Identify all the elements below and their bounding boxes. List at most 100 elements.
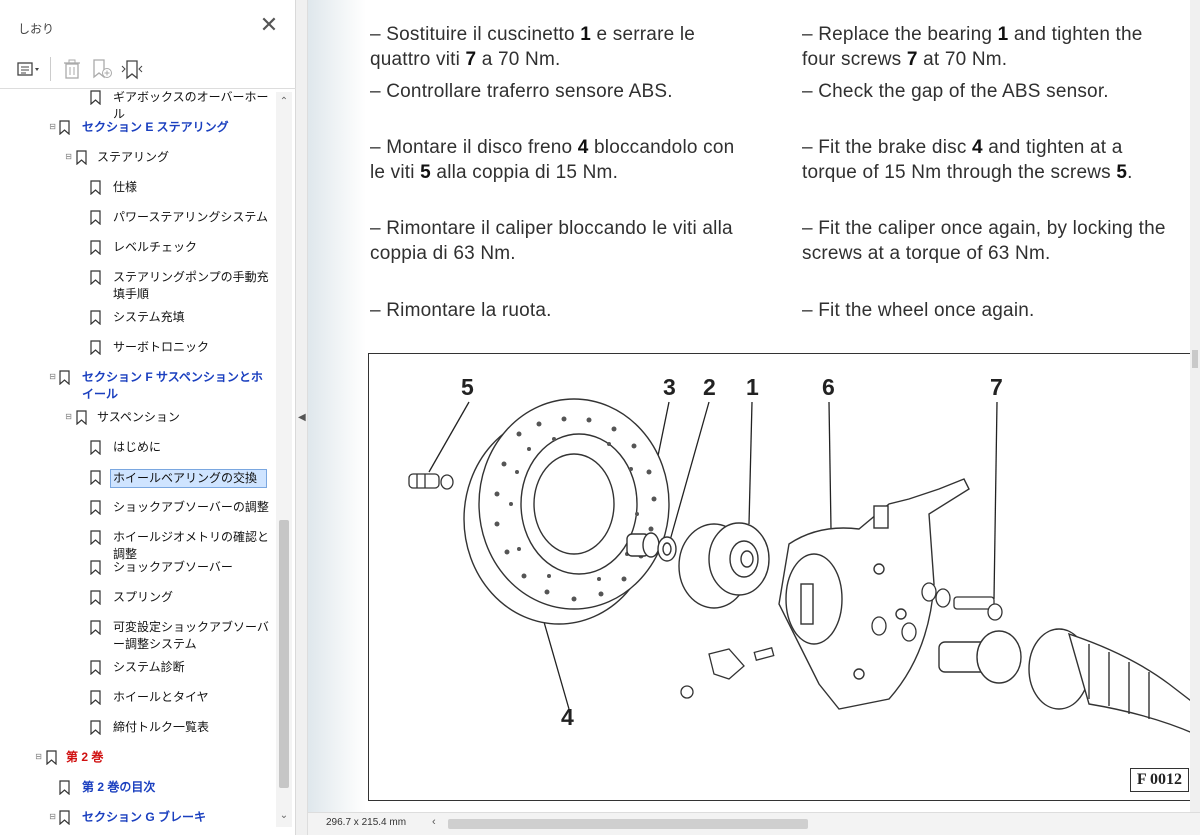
- collapse-toggle-icon[interactable]: ⊟: [35, 752, 42, 761]
- bookmark-icon: [59, 780, 70, 800]
- manual-text-line: – Check the gap of the ABS sensor.: [802, 79, 1109, 104]
- text-segment: – Rimontare la ruota.: [370, 300, 552, 321]
- collapse-panel-icon[interactable]: ◀: [298, 412, 306, 423]
- bookmark-label: スプリング: [113, 590, 174, 604]
- page-edge: [308, 0, 366, 812]
- scrollbar-thumb[interactable]: [1192, 350, 1198, 368]
- bookmark-label: サスペンション: [97, 410, 180, 424]
- collapse-toggle-icon[interactable]: ⊟: [49, 372, 56, 381]
- bookmark-icon: [90, 500, 101, 520]
- bookmark-icon: [90, 660, 101, 680]
- status-bar: 296.7 x 215.4 mm ‹: [308, 812, 1200, 835]
- part-number: 5: [420, 162, 431, 183]
- text-segment: at 70 Nm.: [917, 49, 1008, 70]
- text-segment: four screws: [802, 49, 907, 70]
- callout-label: 7: [990, 374, 1003, 400]
- text-segment: – Fit the wheel once again.: [802, 300, 1035, 321]
- bookmarks-panel-title: しおり: [18, 22, 55, 36]
- document-view: – Sostituire il cuscinetto 1 e serrare l…: [308, 0, 1200, 812]
- bookmark-icon: [90, 720, 101, 740]
- text-segment: – Sostituire il cuscinetto: [370, 24, 581, 45]
- manual-text-line: – Montare il disco freno 4 bloccandolo c…: [370, 135, 734, 160]
- text-segment: coppia di 63 Nm.: [370, 243, 516, 264]
- text-segment: and tighten at a: [982, 137, 1123, 158]
- options-menu-icon[interactable]: [14, 55, 44, 83]
- expand-bookmark-icon[interactable]: [117, 55, 147, 83]
- text-segment: screws at a torque of 63 Nm.: [802, 243, 1051, 264]
- bookmark-icon: [59, 810, 70, 829]
- callout-label: 4: [561, 704, 574, 730]
- callout-label: 5: [461, 374, 474, 400]
- bookmarks-scrollbar[interactable]: ⌃ ⌄: [276, 92, 292, 827]
- bookmark-label: セクション G ブレーキ: [82, 810, 207, 824]
- bookmark-label: サーボトロニック: [113, 340, 210, 354]
- scrollbar-thumb[interactable]: [279, 520, 289, 788]
- bookmark-label: システム診断: [113, 660, 185, 674]
- text-segment: – Check the gap of the ABS sensor.: [802, 81, 1109, 102]
- toolbar-divider: [0, 88, 296, 89]
- bookmark-icon: [90, 690, 101, 710]
- text-segment: – Rimontare il caliper bloccando le viti…: [370, 218, 733, 239]
- manual-text-line: le viti 5 alla coppia di 15 Nm.: [370, 160, 618, 185]
- manual-text-line: – Replace the bearing 1 and tighten the: [802, 22, 1143, 47]
- bookmark-label: ショックアブソーバー: [113, 560, 233, 574]
- bookmark-label: はじめに: [113, 440, 162, 454]
- bookmark-tree: ギアボックスのオーバーホール⊟セクション E ステアリング⊟ステアリング仕様パワ…: [0, 89, 276, 829]
- bookmark-icon: [76, 150, 87, 170]
- trash-icon[interactable]: [57, 55, 87, 83]
- manual-text-line: – Fit the wheel once again.: [802, 298, 1035, 323]
- toolbar-separator: [50, 57, 51, 81]
- collapse-toggle-icon[interactable]: ⊟: [65, 152, 72, 161]
- bookmark-icon: [90, 90, 101, 110]
- text-segment: – Controllare traferro sensore ABS.: [370, 81, 673, 102]
- bookmark-label: ギアボックスのオーバーホール: [113, 90, 269, 121]
- bookmark-label: ショックアブソーバーの調整: [113, 500, 269, 514]
- bookmark-icon: [90, 210, 101, 230]
- part-number: 7: [465, 49, 477, 70]
- bookmark-icon: [46, 750, 57, 770]
- scroll-left-icon[interactable]: ‹: [432, 816, 436, 828]
- collapse-toggle-icon[interactable]: ⊟: [49, 122, 56, 131]
- part-number: 7: [906, 49, 918, 70]
- bookmark-icon: [90, 180, 101, 200]
- bookmark-icon: [90, 560, 101, 580]
- new-bookmark-icon[interactable]: [87, 55, 117, 83]
- bookmark-icon: [90, 340, 101, 360]
- manual-text-line: four screws 7 at 70 Nm.: [802, 47, 1007, 72]
- bookmark-icon: [59, 370, 70, 390]
- bookmark-icon: [76, 410, 87, 430]
- figure-code: F 0012: [1129, 768, 1189, 792]
- panel-splitter[interactable]: ◀: [296, 0, 308, 835]
- bookmark-label: 締付トルク一覧表: [113, 720, 210, 734]
- text-segment: bloccandolo con: [588, 137, 735, 158]
- bookmark-label: ステアリング: [97, 150, 170, 164]
- bookmark-icon: [90, 440, 101, 460]
- callout-label: 3: [663, 374, 676, 400]
- bookmark-icon: [90, 620, 101, 640]
- manual-text-line: – Fit the caliper once again, by locking…: [802, 216, 1166, 241]
- bookmark-label: 仕様: [113, 180, 138, 194]
- scroll-up-icon[interactable]: ⌃: [279, 96, 289, 107]
- manual-text-line: – Sostituire il cuscinetto 1 e serrare l…: [370, 22, 695, 47]
- text-segment: torque of 15 Nm through the screws: [802, 162, 1117, 183]
- bookmark-label: パワーステアリングシステム: [113, 210, 269, 224]
- manual-text-line: torque of 15 Nm through the screws 5.: [802, 160, 1133, 185]
- document-vertical-scrollbar[interactable]: [1190, 0, 1200, 812]
- bookmark-icon: [59, 120, 70, 140]
- text-segment: – Montare il disco freno: [370, 137, 578, 158]
- bookmark-label: 第 2 巻の目次: [82, 780, 156, 794]
- callout-label: 2: [703, 374, 716, 400]
- bookmark-label: 可変設定ショックアブソーバー調整システム: [113, 620, 269, 651]
- scroll-down-icon[interactable]: ⌄: [279, 810, 289, 821]
- text-segment: and tighten the: [1008, 24, 1143, 45]
- collapse-toggle-icon[interactable]: ⊟: [49, 812, 56, 821]
- collapse-toggle-icon[interactable]: ⊟: [65, 412, 72, 421]
- bookmark-icon: [90, 240, 101, 260]
- manual-text-line: coppia di 63 Nm.: [370, 241, 516, 266]
- page-size-readout: 296.7 x 215.4 mm: [326, 817, 407, 828]
- horizontal-scrollbar-thumb[interactable]: [448, 819, 808, 829]
- close-icon[interactable]: ✕: [259, 12, 279, 37]
- text-segment: quattro viti: [370, 49, 466, 70]
- manual-text-line: – Rimontare la ruota.: [370, 298, 552, 323]
- text-segment: – Replace the bearing: [802, 24, 998, 45]
